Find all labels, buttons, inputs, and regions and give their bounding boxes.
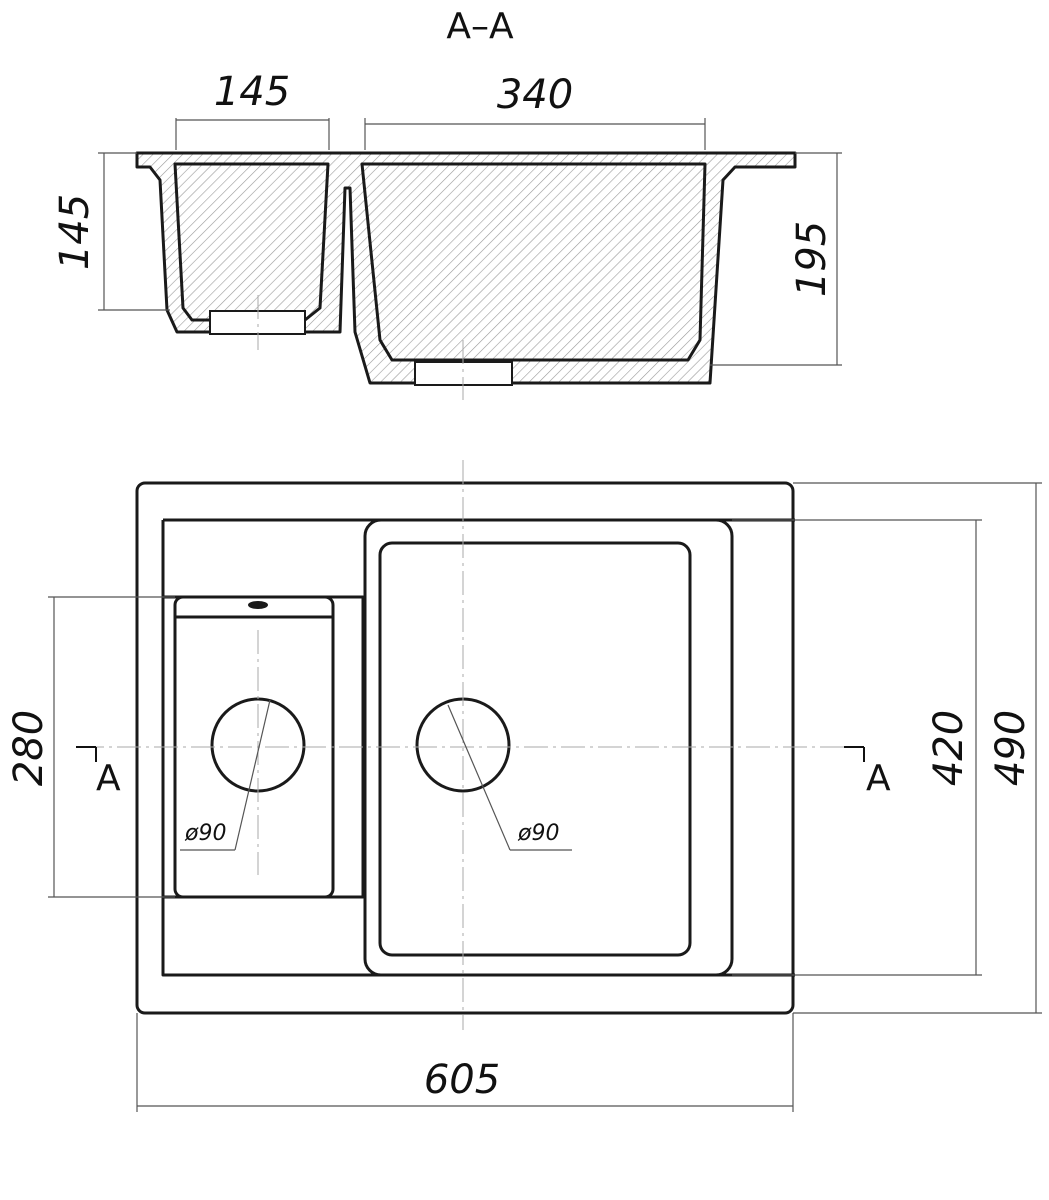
svg-text:420: 420 (926, 710, 972, 786)
section-profile (135, 151, 797, 385)
svg-text:340: 340 (497, 72, 573, 118)
plan-view: ø90 ø90 A A 280 420 (6, 460, 1042, 1112)
dim-total-depth: 490 (793, 482, 1042, 1014)
svg-text:145: 145 (214, 69, 290, 115)
svg-text:280: 280 (6, 710, 52, 786)
svg-text:A: A (96, 758, 121, 799)
sink-outer-rim (135, 481, 795, 1015)
dim-small-bowl-length: 280 (6, 596, 175, 898)
drain-large-label: ø90 (447, 704, 572, 851)
dim-small-bowl-depth: 145 (52, 152, 170, 311)
svg-text:605: 605 (424, 1057, 500, 1103)
svg-text:490: 490 (988, 710, 1034, 786)
section-marker-right: A (844, 746, 891, 799)
dim-total-width: 605 (136, 1013, 794, 1112)
svg-text:195: 195 (789, 221, 835, 297)
section-view: A–A 145 340 145 (52, 6, 842, 400)
svg-text:A: A (866, 758, 891, 799)
svg-text:ø90: ø90 (517, 821, 559, 846)
drain-small-label: ø90 (180, 699, 271, 851)
svg-text:145: 145 (52, 194, 98, 270)
svg-text:ø90: ø90 (184, 821, 226, 846)
overflow-hole (248, 601, 268, 609)
section-marker-left: A (76, 746, 121, 799)
dim-small-bowl-width: 145 (175, 69, 330, 150)
dim-large-bowl-width: 340 (364, 72, 706, 150)
section-title: A–A (446, 6, 514, 47)
large-bowl-inner (378, 541, 692, 957)
dim-large-bowl-depth: 195 (710, 152, 842, 366)
dim-large-bowl-length: 420 (732, 519, 982, 976)
